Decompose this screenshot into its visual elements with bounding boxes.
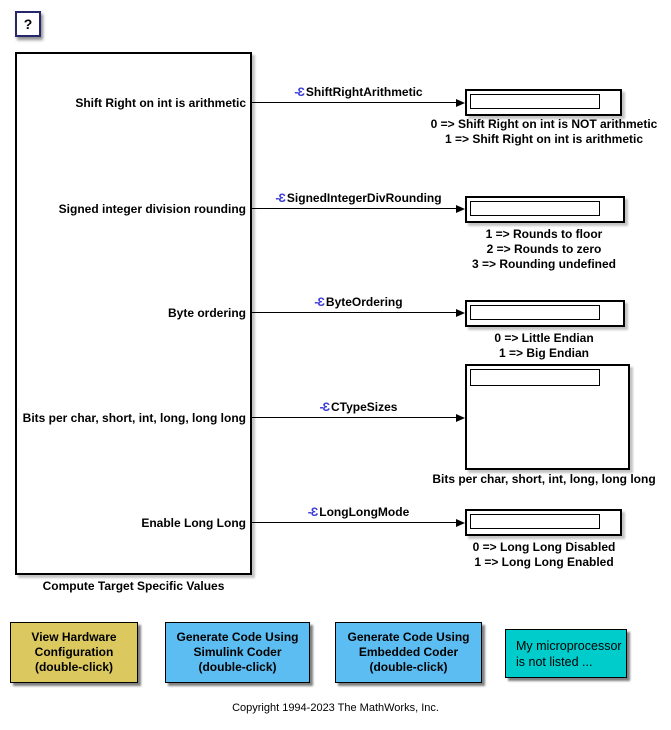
button-label-line: (double-click) xyxy=(34,660,113,674)
arrowhead-icon xyxy=(456,308,465,317)
annotation-byte-ordering: 0 => Little Endian 1 => Big Endian xyxy=(494,331,593,361)
button-label-line: is not listed ... xyxy=(516,654,593,669)
annotation-line: 1 => Long Long Enabled xyxy=(474,555,614,569)
subsystem-block-compute-target-specific-values[interactable] xyxy=(15,52,252,575)
arrowhead-icon xyxy=(456,413,465,422)
annotation-line: 1 => Big Endian xyxy=(498,346,590,360)
copyright-text: Copyright 1994-2023 The MathWorks, Inc. xyxy=(232,702,439,714)
arrowhead-icon xyxy=(456,98,465,107)
button-label-line: (double-click) xyxy=(369,660,448,674)
annotation-line: 0 => Little Endian xyxy=(494,331,594,345)
button-label-line: Generate Code Using xyxy=(176,630,299,644)
display-value-field xyxy=(470,201,600,216)
subsystem-block-name: Compute Target Specific Values xyxy=(42,579,225,593)
display-value-field xyxy=(470,305,600,320)
port-label-shift-right: Shift Right on int is arithmetic xyxy=(75,96,246,110)
annotation-div-rounding: 1 => Rounds to floor 2 => Rounds to zero… xyxy=(472,227,616,272)
signal-logging-icon: -Ɛ xyxy=(275,191,285,205)
signal-name: ShiftRightArithmetic xyxy=(305,85,423,99)
generate-code-simulink-coder-button[interactable]: Generate Code Using Simulink Coder (doub… xyxy=(165,622,310,683)
signal-line[interactable] xyxy=(252,417,458,418)
button-label-line: My microprocessor xyxy=(516,638,622,653)
annotation-line: 0 => Long Long Disabled xyxy=(472,540,616,554)
annotation-line: 2 => Rounds to zero xyxy=(486,242,602,256)
display-value-field xyxy=(470,514,600,529)
display-block-long-long[interactable] xyxy=(465,509,622,536)
signal-logging-icon: -Ɛ xyxy=(307,505,318,519)
annotation-shift-right: 0 => Shift Right on int is NOT arithmeti… xyxy=(431,117,658,147)
help-button[interactable]: ? xyxy=(15,11,41,37)
annotation-line: 0 => Shift Right on int is NOT arithmeti… xyxy=(430,117,658,131)
arrowhead-icon xyxy=(456,204,465,213)
signal-logging-icon: -Ɛ xyxy=(294,85,304,99)
display-value-field xyxy=(470,94,600,109)
signal-name: ByteOrdering xyxy=(325,295,403,309)
display-block-div-rounding[interactable] xyxy=(465,196,625,223)
signal-name: CTypeSizes xyxy=(331,400,398,414)
display-value-field xyxy=(470,369,600,386)
signal-line[interactable] xyxy=(252,102,458,103)
signal-logging-icon: -Ɛ xyxy=(319,400,330,414)
arrowhead-icon xyxy=(456,518,465,527)
button-label-line: (double-click) xyxy=(198,660,277,674)
signal-logging-icon: -Ɛ xyxy=(314,295,324,309)
display-block-shift-right[interactable] xyxy=(465,89,622,116)
generate-code-embedded-coder-button[interactable]: Generate Code Using Embedded Coder (doub… xyxy=(335,622,482,683)
port-label-div-rounding: Signed integer division rounding xyxy=(58,202,246,216)
signal-line[interactable] xyxy=(252,208,458,209)
view-hardware-configuration-button[interactable]: View Hardware Configuration (double-clic… xyxy=(10,622,138,683)
annotation-line: 1 => Shift Right on int is arithmetic xyxy=(444,132,644,146)
button-label-line: Simulink Coder xyxy=(193,645,282,659)
button-label-line: View Hardware xyxy=(31,630,117,644)
display-block-ctype-sizes[interactable] xyxy=(465,364,630,470)
button-label-line: Configuration xyxy=(34,645,114,659)
annotation-ctype-sizes: Bits per char, short, int, long, long lo… xyxy=(432,472,655,487)
my-microprocessor-not-listed-button[interactable]: My microprocessor is not listed ... xyxy=(505,629,627,678)
annotation-long-long: 0 => Long Long Disabled 1 => Long Long E… xyxy=(473,540,616,570)
port-label-byte-ordering: Byte ordering xyxy=(167,306,246,320)
display-block-byte-ordering[interactable] xyxy=(465,300,625,327)
annotation-line: Bits per char, short, int, long, long lo… xyxy=(432,472,656,486)
signal-line[interactable] xyxy=(252,312,458,313)
signal-name: LongLongMode xyxy=(319,505,410,519)
button-label-line: Embedded Coder xyxy=(358,645,459,659)
port-label-ctype-sizes: Bits per char, short, int, long, long lo… xyxy=(22,411,246,425)
port-label-long-long: Enable Long Long xyxy=(141,516,246,530)
button-label-line: Generate Code Using xyxy=(347,630,470,644)
annotation-line: 1 => Rounds to floor xyxy=(485,227,603,241)
annotation-line: 3 => Rounding undefined xyxy=(472,257,616,271)
signal-name: SignedIntegerDivRounding xyxy=(286,191,442,205)
signal-line[interactable] xyxy=(252,522,458,523)
